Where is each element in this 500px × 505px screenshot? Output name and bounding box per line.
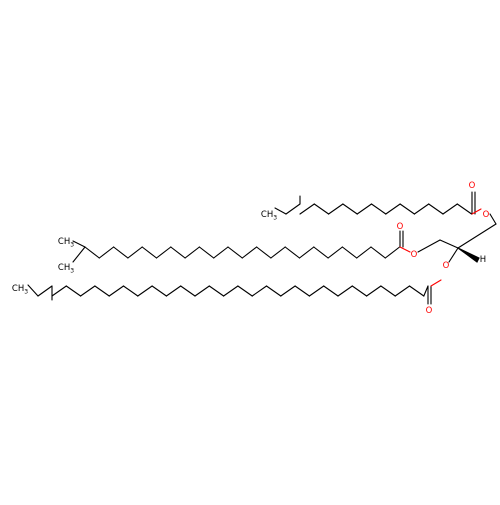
chain1-bond (299, 203, 315, 215)
chain2-bond (298, 246, 315, 259)
chain3-bond (308, 285, 325, 297)
chain1-bond (428, 203, 444, 215)
chain3-bond (251, 285, 268, 297)
chain1-bond (356, 203, 373, 215)
oxygen-atom-label: O (443, 261, 450, 271)
oxygen-atom-label: O (469, 181, 476, 191)
chain2-bond (327, 246, 343, 259)
chain3-bond (137, 285, 153, 297)
chain2-bond (341, 246, 358, 259)
bond-skeleton (27, 191, 497, 305)
chain2-bond (270, 246, 286, 259)
chain3-bond (151, 285, 167, 297)
chain1-bond (328, 203, 344, 215)
chain3-bond (165, 285, 182, 297)
methyl-group-label: CH3 (12, 284, 28, 296)
chain2-bond (170, 246, 186, 259)
chain1-bond (274, 207, 287, 215)
chain1-bond (442, 203, 458, 215)
chain3-bond (51, 285, 67, 297)
chain3-bond (80, 285, 96, 297)
glycerol-bond (448, 247, 459, 263)
chain3-bond (280, 285, 296, 297)
chain3-bond (65, 285, 82, 297)
glycerol-bond (489, 213, 497, 225)
oxygen-atom-label: O (483, 210, 490, 220)
chain3-bond (27, 284, 39, 297)
chain2-bond (284, 246, 301, 259)
chain3-bond (94, 285, 110, 297)
chain2-bond (141, 246, 158, 259)
glycerol-bond (417, 239, 441, 253)
chain1-bond (456, 203, 473, 215)
chain2-bond (84, 246, 100, 259)
chain2-bond (113, 246, 129, 259)
chain3-bond (237, 285, 253, 297)
chain2-bond (370, 246, 386, 259)
chain2-bond (384, 246, 401, 259)
chain2-bond (72, 240, 86, 248)
chain3-bond (394, 285, 411, 297)
chain3-bond (351, 285, 368, 297)
chain3-bond (323, 285, 339, 297)
chain3-bond (180, 285, 196, 297)
chain2-bond (313, 246, 329, 259)
chain2-bond (98, 246, 115, 259)
methyl-group-label: CH3 (58, 263, 74, 275)
chain1-bond (385, 203, 401, 215)
methyl-group-label: CH3 (58, 237, 74, 249)
chain2-bond (227, 246, 243, 259)
chain3-bond (380, 285, 396, 297)
chain1-bond (370, 203, 387, 215)
oxygen-atom-label: O (426, 306, 433, 316)
chain3-bond (223, 285, 239, 297)
chain2-bond (127, 246, 143, 259)
oxygen-atom-label: O (411, 250, 418, 260)
chain2-bond (184, 246, 200, 259)
chain3-bond (37, 285, 53, 297)
chain3-bond (194, 285, 210, 297)
chain3-bond (423, 285, 429, 297)
hydrogen-atom-label: H (480, 255, 486, 265)
chain3-ester-bond (430, 279, 442, 287)
chain3-bond (366, 285, 382, 297)
chain1-bond (285, 203, 301, 215)
chain2-bond (198, 246, 215, 259)
chain1-bond (413, 203, 430, 215)
oxygen-atom-label: O (397, 222, 404, 232)
stereo-wedge-bond (457, 247, 480, 263)
methyl-group-label: CH3 (261, 210, 277, 222)
chain3-bond (265, 285, 282, 297)
glycerol-bond (439, 239, 459, 249)
chain3-bond (294, 285, 310, 297)
chain2-ester-bond (399, 246, 411, 253)
chain3-bond (108, 285, 125, 297)
chain1-bond (313, 203, 330, 215)
chain3-bond (408, 285, 425, 297)
glycerol-bond (457, 223, 497, 249)
chain3-bond (122, 285, 139, 297)
chain1-ester-bond (471, 208, 482, 215)
chain3-bond (337, 285, 353, 297)
chain3-bond (208, 285, 225, 297)
chain2-bond (72, 246, 86, 263)
chain2-bond (155, 246, 172, 259)
chain2-bond (356, 246, 372, 259)
chain1-bond (399, 203, 415, 215)
chain2-bond (256, 246, 272, 259)
chain1-bond (342, 203, 358, 215)
chain2-bond (213, 246, 229, 259)
chain2-bond (241, 246, 258, 259)
